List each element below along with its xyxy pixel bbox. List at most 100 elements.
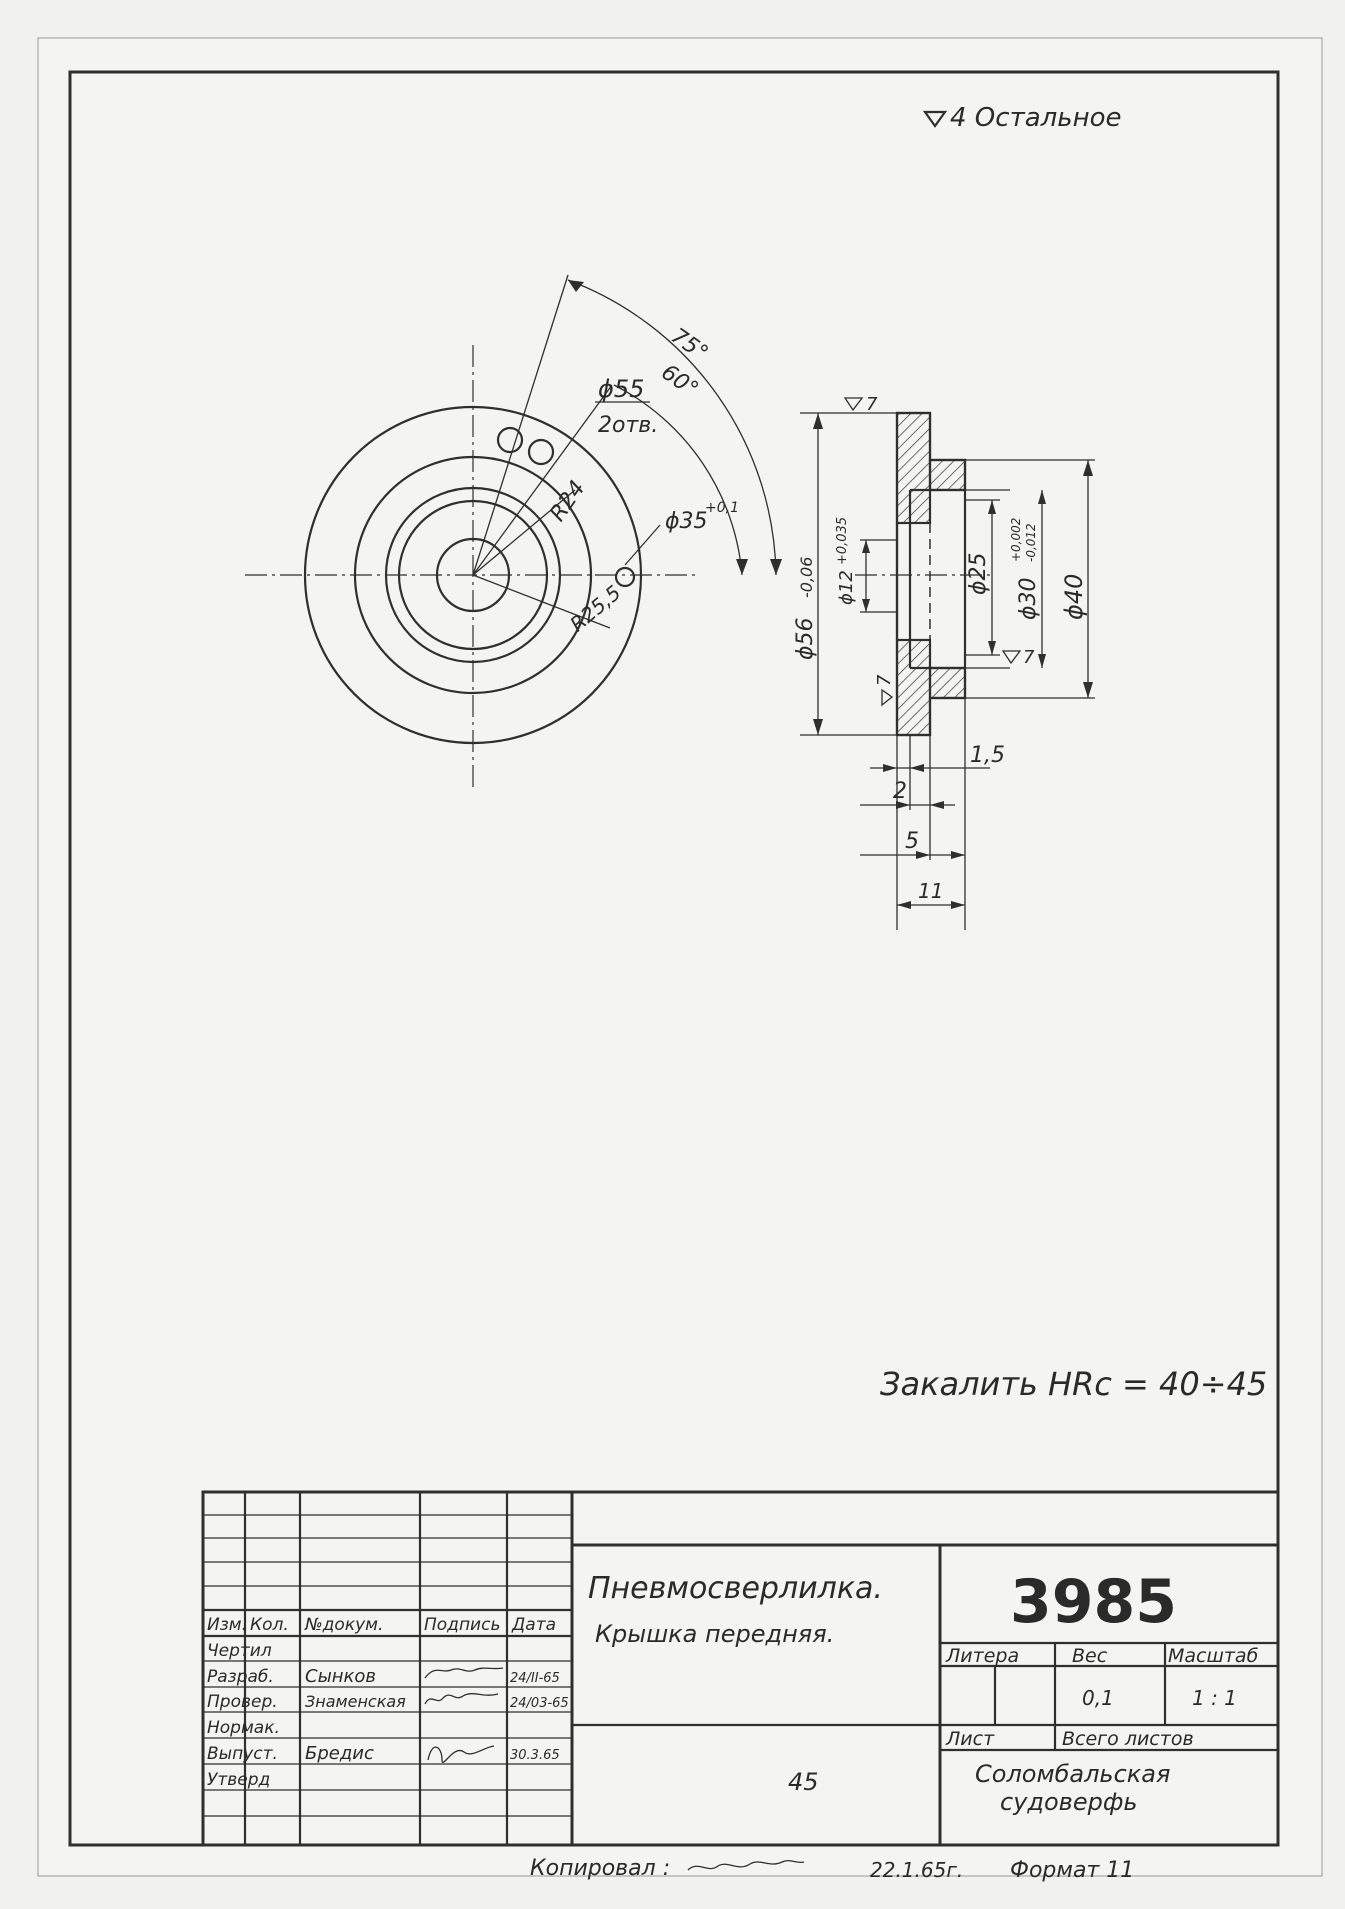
- dim-arrow-icon: [951, 851, 965, 859]
- footer: Копировал : 22.1.65г. Формат 11: [530, 1856, 1134, 1883]
- dim-arrow-icon: [951, 901, 965, 909]
- format-label: Формат 11: [1010, 1858, 1134, 1883]
- dim-11-label: 11: [918, 879, 943, 903]
- dim-d12-tolerance: +0,035: [835, 517, 850, 565]
- roughness-symbol-icon: [922, 110, 948, 128]
- hole-d35-tolerance: +0,1: [705, 500, 739, 516]
- section-view: ϕ56 -0,06 ϕ12 +0,035 ϕ25 ϕ30 +0,002 -0,0…: [793, 394, 1095, 930]
- signature-scribble-icon: [427, 1745, 495, 1763]
- dim-d40-label: ϕ40: [1060, 574, 1088, 620]
- dim-arrow-icon: [1038, 654, 1046, 668]
- dim-arrow-icon: [862, 540, 870, 553]
- circle-d12: [435, 537, 511, 613]
- role-row: Выпуст.: [207, 1744, 278, 1764]
- signature-scribble-icon: [687, 1859, 805, 1871]
- weight-value: 0,1: [1082, 1686, 1114, 1710]
- arc-75: [567, 279, 777, 576]
- dim-arrow-icon: [910, 764, 924, 772]
- role-row: Чертил: [207, 1641, 272, 1661]
- radial-75: [472, 274, 569, 576]
- dim-arrow-icon: [883, 764, 897, 772]
- arc-arrow-icon: [770, 559, 782, 575]
- dim-arrow-icon: [930, 801, 944, 809]
- dim-d12-label: ϕ12: [836, 570, 857, 605]
- dim-arrow-icon: [813, 719, 823, 735]
- hardening-note: Закалить HRc = 40÷45: [880, 1365, 1267, 1403]
- dim-arrow-icon: [1038, 490, 1046, 504]
- scale-value: 1 : 1: [1192, 1686, 1237, 1710]
- front-view: 75° 60° ϕ55 2отв. R24 R25,5 ϕ35 +0,1: [245, 274, 782, 790]
- dim-2-label: 2: [893, 779, 907, 804]
- roughness-7-label: 7: [1023, 647, 1035, 668]
- dim-5-label: 5: [905, 829, 919, 854]
- roughness-symbol-icon: [843, 397, 864, 412]
- signature-scribble-icon: [424, 1693, 499, 1705]
- title-block: Изм. Кол. №докум. Подпись Дата Чертил Ра…: [201, 1490, 1280, 1847]
- dim-d30-tol-low: -0,012: [1024, 523, 1038, 562]
- radial-r25: [472, 574, 611, 629]
- role-row: Утверд: [207, 1770, 270, 1790]
- roughness-7-label: 7: [866, 394, 878, 415]
- roughness-note: 4 Остальное: [922, 103, 1122, 133]
- scale-label: Масштаб: [1168, 1645, 1259, 1667]
- title-block-frame: [201, 1490, 1280, 1847]
- outer-circle: [303, 405, 643, 745]
- dim-d56-label: ϕ56: [793, 617, 818, 660]
- leader-d35: [624, 524, 661, 566]
- date-row: 24/II-65: [510, 1671, 560, 1686]
- role-row: Нормак.: [207, 1718, 280, 1738]
- radial-60: [472, 384, 613, 576]
- part-name: Крышка передняя.: [595, 1620, 834, 1648]
- copied-label: Копировал :: [530, 1856, 670, 1881]
- circle-d30: [384, 486, 562, 664]
- dim-arrow-icon: [916, 851, 930, 859]
- circle-d25: [397, 499, 549, 651]
- hole-3: [614, 566, 636, 588]
- dim-d30-label: ϕ30: [1016, 577, 1041, 620]
- roughness-symbol-icon: [881, 688, 894, 707]
- dim-arrow-icon: [988, 500, 996, 514]
- sheet-label: Лист: [945, 1728, 995, 1750]
- roughness-7-label: 7: [874, 674, 895, 686]
- hdr-kol: Кол.: [250, 1615, 289, 1635]
- hdr-date: Дата: [511, 1615, 556, 1635]
- hdr-izm: Изм.: [207, 1615, 247, 1635]
- litera-label: Литера: [945, 1645, 1019, 1667]
- dim-arrow-icon: [988, 641, 996, 655]
- hub-section-top: [928, 458, 967, 492]
- arc-arrow-icon: [568, 280, 584, 292]
- dim-1-5-label: 1,5: [970, 743, 1005, 768]
- org-name-2: судоверфь: [1000, 1788, 1137, 1816]
- flange-section-bottom: [895, 638, 932, 737]
- signature-scribble-icon: [424, 1667, 504, 1679]
- roughness-symbol-icon: [1001, 650, 1022, 665]
- date-row: 30.3.65: [510, 1748, 560, 1763]
- hole-count-label: 2отв.: [598, 413, 658, 438]
- name-row: Знаменская: [305, 1692, 406, 1711]
- date-row: 24/03-65: [510, 1696, 569, 1711]
- roughness-note-text: 4 Остальное: [950, 103, 1122, 133]
- radial-r24: [472, 489, 576, 576]
- sheets-total-label: Всего листов: [1062, 1728, 1194, 1750]
- name-row: Бредис: [305, 1743, 374, 1764]
- arc-arrow-icon: [736, 559, 748, 575]
- dim-d56-tolerance: -0,06: [797, 557, 816, 598]
- circle-d40: [353, 455, 593, 695]
- hole-dia-label: ϕ55: [598, 375, 644, 403]
- name-row: Сынков: [305, 1666, 376, 1687]
- role-row: Провер.: [207, 1692, 278, 1712]
- arc-60: [613, 384, 743, 576]
- role-row: Разраб.: [207, 1667, 274, 1687]
- dim-arrow-icon: [862, 599, 870, 612]
- hub-section-bottom: [928, 666, 967, 700]
- center-number: 45: [788, 1768, 819, 1796]
- dim-d25-label: ϕ25: [966, 552, 991, 595]
- org-name-1: Соломбальская: [975, 1760, 1170, 1788]
- hdr-sign: Подпись: [424, 1615, 500, 1635]
- drawing-number: 3985: [1010, 1567, 1177, 1637]
- dim-arrow-icon: [896, 801, 910, 809]
- copy-date: 22.1.65г.: [870, 1858, 963, 1882]
- hdr-doc: №докум.: [304, 1615, 383, 1635]
- hole-d35-label: ϕ35: [665, 509, 708, 534]
- dim-arrow-icon: [813, 413, 823, 429]
